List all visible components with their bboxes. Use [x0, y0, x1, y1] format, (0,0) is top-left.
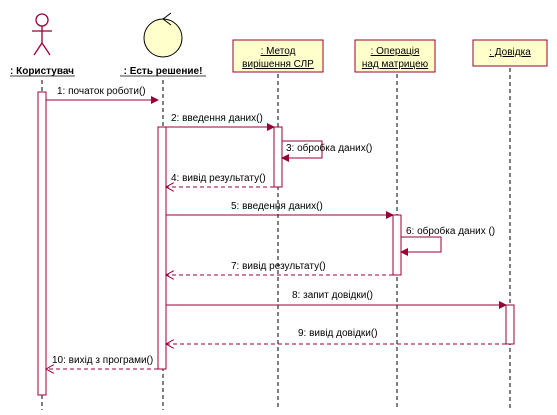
activation-user [37, 91, 47, 396]
participant-solver: : Метод вирішення СЛР [232, 39, 324, 73]
object-box [472, 39, 548, 67]
message-arrow [400, 236, 442, 256]
actor-icon [32, 13, 52, 56]
activation-solver [273, 126, 283, 188]
message-label: 8: запит довідки() [292, 290, 373, 301]
participant-label-line1: : Метод [261, 46, 296, 57]
message-label: 4: вивід результату() [171, 173, 266, 184]
participant-label-line2: вирішення СЛР [242, 59, 314, 70]
message-label: 10: вихід з програми() [52, 355, 153, 366]
activation-controller [157, 126, 167, 370]
participant-label: : Користувач [10, 66, 74, 77]
object-box [232, 39, 324, 73]
participant-controller: : Есть решение! [120, 12, 206, 77]
messages [46, 96, 507, 369]
message-label: 1: початок роботи() [57, 85, 146, 97]
message-label: 5: введення даних() [231, 201, 323, 212]
object-box [354, 39, 436, 73]
activation-help [505, 304, 515, 345]
message-label: 2: введення даних() [171, 113, 263, 124]
message-label: 9: вивід довідки() [298, 328, 378, 339]
message-arrow [281, 140, 323, 162]
participant-label: : Есть решение! [124, 66, 203, 77]
participant-user: : Користувач [10, 13, 75, 77]
message-labels: 1: початок роботи() 2: введення даних() … [52, 85, 495, 366]
participant-label-line2: над матрицею [362, 59, 429, 70]
participant-matrix-op: : Операція над матрицею [354, 39, 436, 73]
participant-label: : Довідка [489, 47, 531, 58]
participant-help: : Довідка [472, 39, 548, 67]
control-icon [143, 12, 183, 58]
activation-bars [37, 91, 515, 396]
message-label: 6: обробка даних () [406, 225, 495, 237]
participant-label-line1: : Операція [371, 46, 420, 57]
activation-matrix-op [392, 214, 402, 276]
message-label: 3: обробка даних() [286, 142, 372, 154]
message-label: 7: вивід результату() [231, 261, 326, 272]
